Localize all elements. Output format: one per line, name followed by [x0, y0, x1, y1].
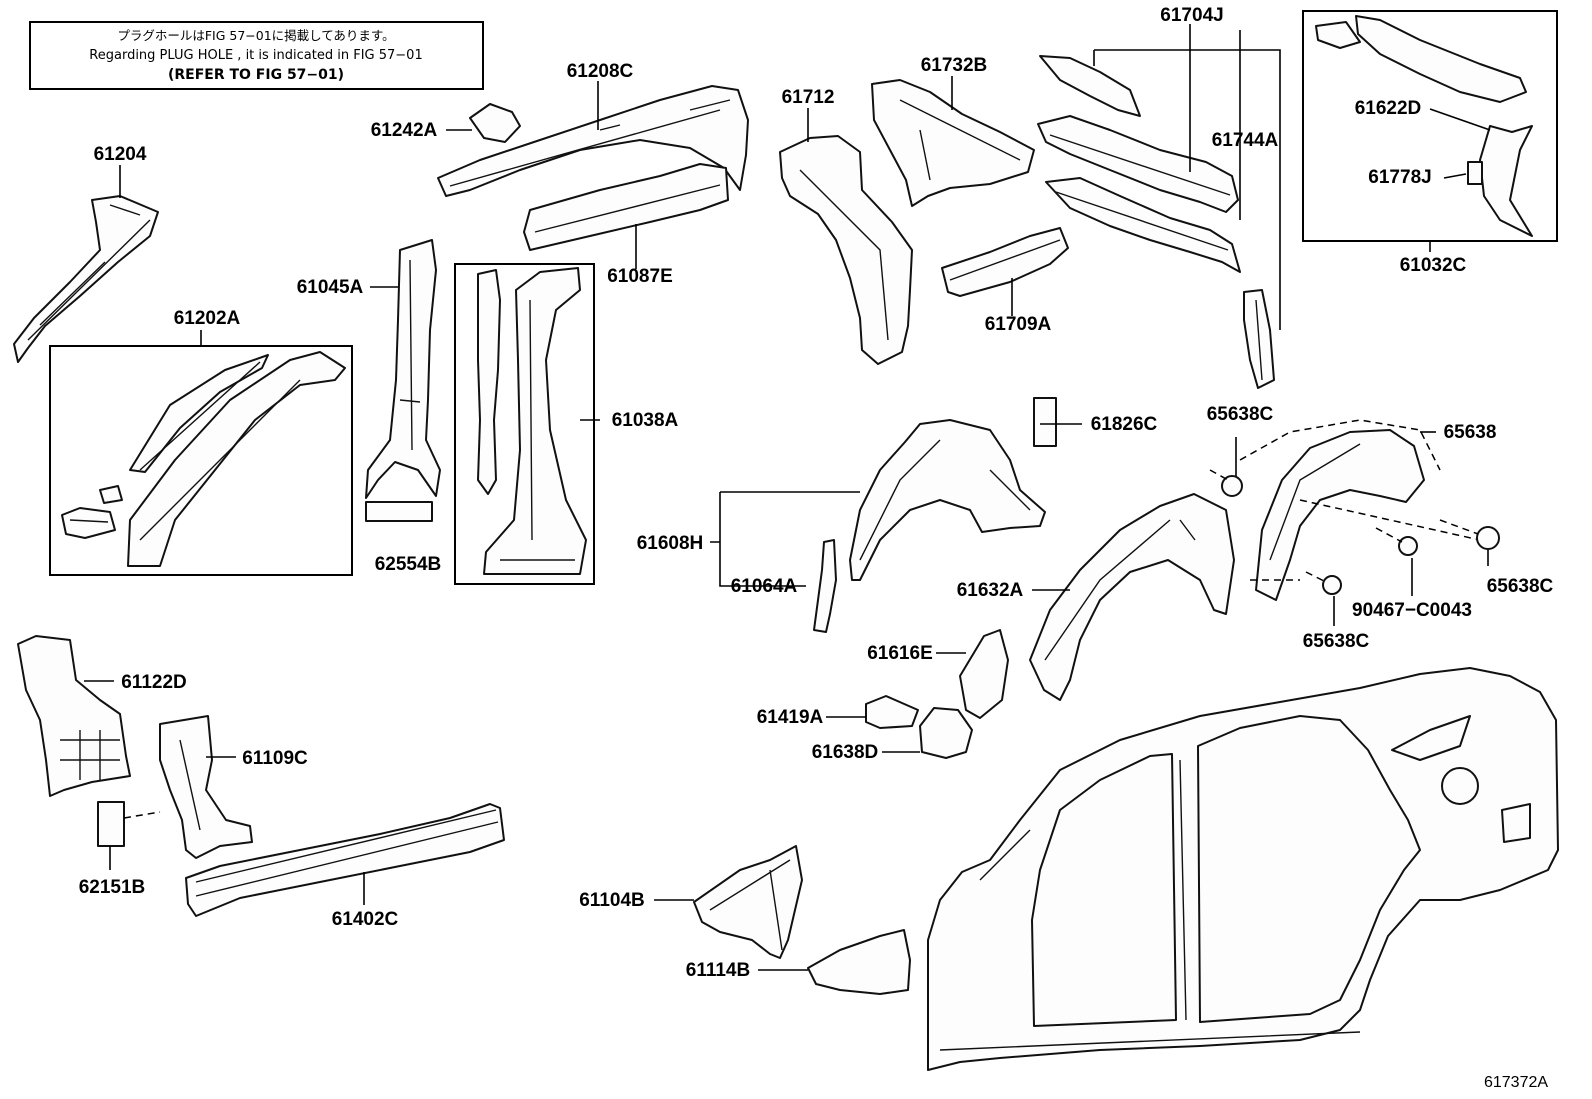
part-61712-shape — [779, 135, 913, 365]
leader-lines — [84, 24, 1491, 971]
label-61204: 61204 — [94, 144, 147, 165]
label-61709A: 61709A — [985, 314, 1052, 335]
part-61032C-shape — [1315, 15, 1533, 237]
label-61114B: 61114B — [686, 960, 750, 981]
part-body-side-outer — [927, 667, 1559, 1071]
part-61114B-shape — [807, 929, 911, 995]
label-61616E: 61616E — [867, 643, 933, 664]
part-65638-shape — [1239, 419, 1481, 601]
part-61704J-shape — [1037, 55, 1275, 389]
part-61616E-shape — [959, 629, 1009, 719]
part-61122D-shape — [17, 635, 131, 797]
label-65638: 65638 — [1444, 422, 1497, 443]
label-65638C-top: 65638C — [1207, 404, 1274, 425]
clip-65638C-a — [1221, 475, 1243, 497]
part-61709A-shape — [941, 227, 1069, 297]
part-labels: 61204 61202A 61242A 61208C 61087E 61045A… — [79, 5, 1554, 1091]
part-62151B-shape — [97, 801, 125, 847]
label-61622D: 61622D — [1355, 98, 1422, 119]
part-61109C-shape — [159, 715, 253, 859]
part-61104B-shape — [693, 845, 803, 959]
label-65638C-right: 65638C — [1487, 576, 1554, 597]
label-90467-C0043: 90467−C0043 — [1352, 600, 1472, 621]
label-61638D: 61638D — [812, 742, 879, 763]
label-61208C: 61208C — [567, 61, 634, 82]
clip-65638C-c — [1322, 575, 1342, 595]
label-62554B: 62554B — [375, 554, 442, 575]
clip-65638C-b — [1476, 526, 1500, 550]
part-62554B-shape — [365, 501, 433, 522]
label-61402C: 61402C — [332, 909, 399, 930]
label-61064A: 61064A — [731, 576, 798, 597]
label-62151B: 62151B — [79, 877, 146, 898]
label-61038A: 61038A — [612, 410, 679, 431]
part-61208C-shape — [437, 85, 749, 197]
label-61732B: 61732B — [921, 55, 988, 76]
part-61732B-shape — [871, 79, 1035, 207]
figure-id: 617372A — [1484, 1074, 1548, 1091]
note-line-2: Regarding PLUG HOLE , it is indicated in… — [89, 48, 422, 63]
plug-hole-note: プラグホールはFIG 57−01に掲載してあります。 Regarding PLU… — [29, 21, 484, 90]
label-61242A: 61242A — [371, 120, 438, 141]
part-61632A-shape — [1029, 493, 1235, 701]
part-61202A-shape — [61, 351, 346, 567]
part-61638D-shape — [919, 707, 973, 759]
part-61402C-shape — [185, 803, 505, 917]
label-61122D: 61122D — [121, 672, 187, 693]
label-61778J: 61778J — [1368, 167, 1431, 188]
label-61419A: 61419A — [757, 707, 824, 728]
part-61064A-shape — [813, 539, 837, 633]
note-line-3: (REFER TO FIG 57−01) — [168, 67, 344, 83]
part-61204-shape — [13, 195, 159, 363]
note-line-1: プラグホールはFIG 57−01に掲載してあります。 — [117, 28, 394, 43]
part-61087E-shape — [523, 163, 729, 251]
frame-61038A — [454, 263, 595, 585]
label-61608H: 61608H — [637, 533, 704, 554]
part-61608H-shape — [849, 419, 1046, 581]
dash-62151B — [123, 811, 161, 819]
label-61109C: 61109C — [242, 748, 308, 769]
label-61704J: 61704J — [1160, 5, 1223, 26]
label-61032C: 61032C — [1400, 255, 1467, 276]
part-61038A-shape — [477, 267, 587, 575]
label-61045A: 61045A — [297, 277, 364, 298]
part-61826C-shape — [1033, 397, 1057, 447]
label-61826C: 61826C — [1091, 414, 1158, 435]
part-61242A-shape — [469, 103, 521, 143]
label-61712: 61712 — [782, 87, 835, 108]
label-61632A: 61632A — [957, 580, 1024, 601]
label-65638C-bottom: 65638C — [1303, 631, 1370, 652]
part-61419A-shape — [865, 695, 919, 729]
label-61744A: 61744A — [1212, 130, 1279, 151]
clip-90467 — [1398, 536, 1418, 556]
label-61087E: 61087E — [607, 266, 673, 287]
label-61202A: 61202A — [174, 308, 241, 329]
part-61045A-shape — [365, 239, 441, 499]
label-61104B: 61104B — [579, 890, 645, 911]
